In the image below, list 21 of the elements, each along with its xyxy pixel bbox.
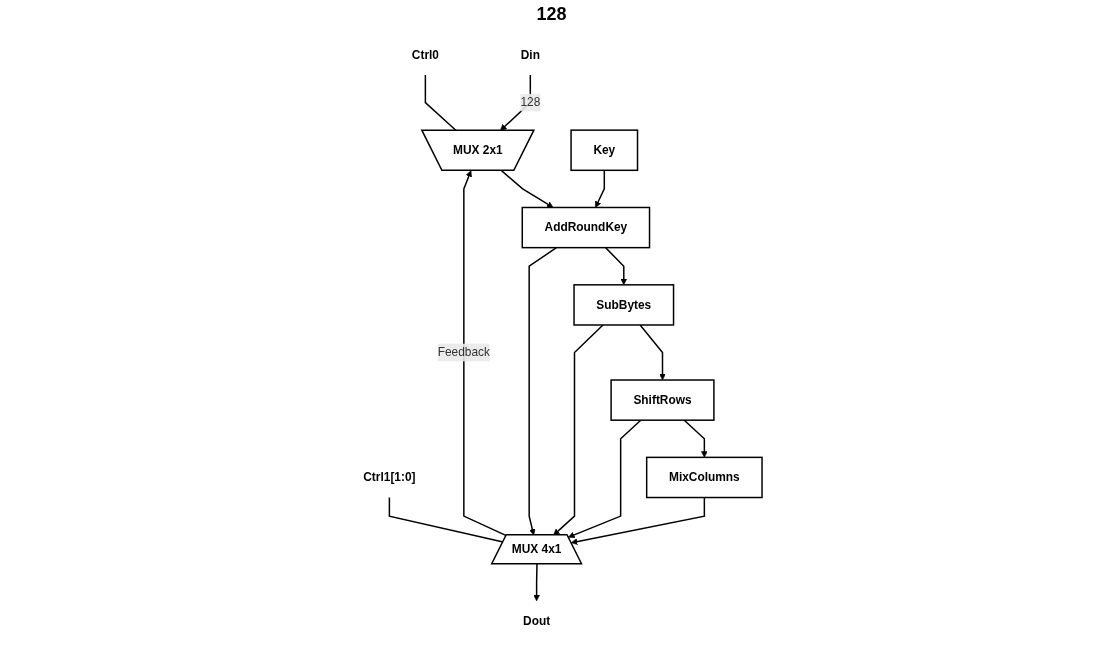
arrow	[570, 496, 706, 545]
node-box: Key	[570, 129, 639, 172]
node-box: AddRoundKey	[521, 206, 651, 249]
arrow	[568, 419, 642, 539]
arrow	[604, 246, 628, 286]
bus-width-label: 128	[536, 4, 567, 24]
node-box: SubBytes	[573, 284, 675, 326]
arrow	[595, 169, 606, 208]
edge-label: 128	[520, 95, 541, 109]
arrow	[683, 419, 708, 458]
edge-label: Feedback	[437, 345, 490, 359]
arrow	[533, 563, 540, 602]
node-box: MixColumns	[645, 456, 763, 499]
arrow	[639, 324, 666, 381]
node-text: Din	[520, 48, 540, 61]
arrow	[463, 170, 508, 537]
connector	[388, 496, 504, 543]
node-text: Ctrl1[1:0]	[363, 470, 416, 484]
node-box: ShiftRows	[610, 379, 715, 421]
node-text: Ctrl0	[411, 48, 439, 61]
node-text: Dout	[523, 614, 551, 627]
